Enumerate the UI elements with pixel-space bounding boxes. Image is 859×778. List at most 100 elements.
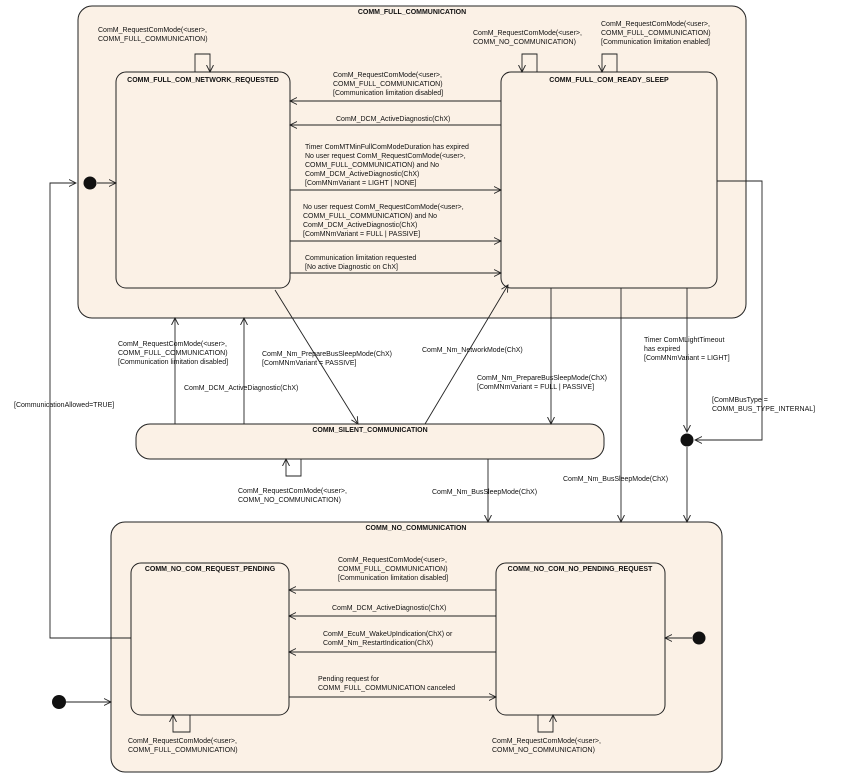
label-sc-to-nr-request: ComM_RequestComMode(<user>, COMM_FULL_CO… [118, 341, 228, 366]
svg-text:[Communication limitation disa: [Communication limitation disabled] [338, 575, 448, 582]
svg-text:ComM_Nm_PrepareBusSleepMode(Ch: ComM_Nm_PrepareBusSleepMode(ChX) [477, 375, 607, 382]
label-rs-to-nr-dcm: ComM_DCM_ActiveDiagnostic(ChX) [336, 116, 450, 123]
svg-text:ComM_DCM_ActiveDiagnostic(ChX): ComM_DCM_ActiveDiagnostic(ChX) [332, 605, 446, 612]
svg-text:COMM_FULL_COMMUNICATION): COMM_FULL_COMMUNICATION) [118, 350, 228, 357]
label-nnp-self: ComM_RequestComMode(<user>, COMM_NO_COMM… [492, 738, 601, 754]
svg-text:COMM_FULL_COMMUNICATION): COMM_FULL_COMMUNICATION) [338, 566, 448, 573]
label-rs-to-nc: ComM_Nm_BusSleepMode(ChX) [563, 476, 668, 483]
label-sc-to-nc: ComM_Nm_BusSleepMode(ChX) [432, 489, 537, 496]
svg-text:COMM_BUS_TYPE_INTERNAL]: COMM_BUS_TYPE_INTERNAL] [712, 406, 815, 413]
edge-rp-self [173, 715, 191, 733]
initial-node-full-communication [83, 176, 97, 190]
state-no-pending-request: COMM_NO_COM_NO_PENDING_REQUEST [495, 562, 666, 716]
svg-text:ComM_Nm_PrepareBusSleepMode(Ch: ComM_Nm_PrepareBusSleepMode(ChX) [262, 351, 392, 358]
svg-text:COMM_FULL_COMMUNICATION): COMM_FULL_COMMUNICATION) [333, 81, 443, 88]
svg-text:ComM_EcuM_WakeUpIndication(ChX: ComM_EcuM_WakeUpIndication(ChX) or [323, 631, 453, 638]
svg-text:No user request ComM_RequestCo: No user request ComM_RequestComMode(<use… [303, 204, 464, 211]
svg-text:COMM_FULL_COMMUNICATION cancel: COMM_FULL_COMMUNICATION canceled [318, 685, 455, 692]
state-silent-communication: COMM_SILENT_COMMUNICATION [135, 423, 605, 460]
svg-text:[Communication limitation disa: [Communication limitation disabled] [118, 359, 228, 366]
svg-text:[Communication limitation enab: [Communication limitation enabled] [601, 39, 710, 46]
label-nr-to-rs-limit: Communication limitation requested [No a… [305, 255, 416, 271]
svg-text:[ComMNmVariant = LIGHT | NONE]: [ComMNmVariant = LIGHT | NONE] [305, 180, 416, 187]
label-nr-self: ComM_RequestComMode(<user>, COMM_FULL_CO… [98, 27, 208, 43]
svg-text:ComM_DCM_ActiveDiagnostic(ChX): ComM_DCM_ActiveDiagnostic(ChX) [305, 171, 419, 178]
svg-text:COMM_NO_COMMUNICATION): COMM_NO_COMMUNICATION) [238, 497, 341, 504]
label-sc-to-nr-dcm: ComM_DCM_ActiveDiagnostic(ChX) [184, 385, 298, 392]
label-rs-to-nr-request: ComM_RequestComMode(<user>, COMM_FULL_CO… [333, 72, 443, 97]
state-full-communication-title: COMM_FULL_COMMUNICATION [358, 9, 466, 16]
label-nr-to-rs-timer: Timer ComMTMinFullComModeDuration has ex… [305, 144, 469, 187]
svg-text:ComM_RequestComMode(<user>,: ComM_RequestComMode(<user>, [473, 30, 582, 37]
label-rs-self-no: ComM_RequestComMode(<user>, COMM_NO_COMM… [473, 30, 582, 46]
state-request-pending-title: COMM_NO_COM_REQUEST_PENDING [145, 566, 276, 573]
label-bus-type: [ComMBusType = COMM_BUS_TYPE_INTERNAL] [712, 397, 815, 413]
label-rs-to-sc: ComM_Nm_PrepareBusSleepMode(ChX) [ComMNm… [477, 375, 607, 391]
svg-text:ComM_RequestComMode(<user>,: ComM_RequestComMode(<user>, [238, 488, 347, 495]
svg-text:Timer ComMTMinFullComModeDurat: Timer ComMTMinFullComModeDuration has ex… [305, 144, 469, 151]
edge-nr-to-sc [274, 289, 358, 424]
svg-text:ComM_DCM_ActiveDiagnostic(ChX): ComM_DCM_ActiveDiagnostic(ChX) [184, 385, 298, 392]
svg-text:COMM_NO_COMMUNICATION): COMM_NO_COMMUNICATION) [492, 747, 595, 754]
svg-text:[ComMNmVariant = LIGHT]: [ComMNmVariant = LIGHT] [644, 355, 730, 362]
svg-text:Timer ComMLightTimeout: Timer ComMLightTimeout [644, 337, 724, 344]
svg-text:ComM_Nm_RestartIndication(ChX): ComM_Nm_RestartIndication(ChX) [323, 640, 433, 647]
svg-text:ComM_Nm_NetworkMode(ChX): ComM_Nm_NetworkMode(ChX) [422, 347, 523, 354]
state-no-communication-title: COMM_NO_COMMUNICATION [366, 525, 467, 532]
svg-text:[Communication limitation disa: [Communication limitation disabled] [333, 90, 443, 97]
svg-text:COMM_FULL_COMMUNICATION) and N: COMM_FULL_COMMUNICATION) and No [303, 213, 437, 220]
svg-text:ComM_RequestComMode(<user>,: ComM_RequestComMode(<user>, [98, 27, 207, 34]
edge-rs-bus-type [695, 180, 763, 440]
svg-text:ComM_RequestComMode(<user>,: ComM_RequestComMode(<user>, [128, 738, 237, 745]
label-nnp-to-rp-wakeup: ComM_EcuM_WakeUpIndication(ChX) or ComM_… [323, 631, 453, 647]
svg-text:[No active Diagnostic on ChX]: [No active Diagnostic on ChX] [305, 264, 398, 271]
label-rp-self: ComM_RequestComMode(<user>, COMM_FULL_CO… [128, 738, 238, 754]
edge-nr-self [194, 53, 210, 72]
label-rs-to-nc-timer: Timer ComMLightTimeout has expired [ComM… [644, 337, 730, 362]
svg-text:[CommunicationAllowed=TRUE]: [CommunicationAllowed=TRUE] [14, 402, 114, 409]
state-ready-sleep-title: COMM_FULL_COM_READY_SLEEP [549, 77, 669, 84]
label-rs-self-full: ComM_RequestComMode(<user>, COMM_FULL_CO… [601, 21, 711, 46]
label-rp-to-nnp: Pending request for COMM_FULL_COMMUNICAT… [318, 676, 455, 692]
state-ready-sleep: COMM_FULL_COM_READY_SLEEP [500, 71, 718, 289]
label-allowed: [CommunicationAllowed=TRUE] [14, 402, 114, 409]
svg-text:ComM_DCM_ActiveDiagnostic(ChX): ComM_DCM_ActiveDiagnostic(ChX) [303, 222, 417, 229]
svg-text:has expired: has expired [644, 346, 680, 353]
initial-node-diagram [52, 695, 66, 709]
label-nnp-to-rp-request: ComM_RequestComMode(<user>, COMM_FULL_CO… [338, 557, 448, 582]
state-request-pending: COMM_NO_COM_REQUEST_PENDING [130, 562, 290, 716]
state-network-requested-title: COMM_FULL_COM_NETWORK_REQUESTED [127, 77, 279, 84]
edge-rs-self-full [602, 53, 618, 72]
junction-node [680, 433, 694, 447]
svg-text:Communication limitation reque: Communication limitation requested [305, 255, 416, 262]
label-sc-self: ComM_RequestComMode(<user>, COMM_NO_COMM… [238, 488, 347, 504]
svg-text:ComM_RequestComMode(<user>,: ComM_RequestComMode(<user>, [338, 557, 447, 564]
svg-text:[ComMBusType =: [ComMBusType = [712, 397, 768, 404]
svg-text:COMM_FULL_COMMUNICATION): COMM_FULL_COMMUNICATION) [98, 36, 208, 43]
label-nr-to-sc: ComM_Nm_PrepareBusSleepMode(ChX) [ComMNm… [262, 351, 392, 367]
label-nr-to-rs-nouser: No user request ComM_RequestComMode(<use… [303, 204, 464, 238]
svg-text:Pending request for: Pending request for [318, 676, 380, 683]
svg-text:COMM_FULL_COMMUNICATION): COMM_FULL_COMMUNICATION) [601, 30, 711, 37]
state-network-requested: COMM_FULL_COM_NETWORK_REQUESTED [115, 71, 291, 289]
label-nnp-to-rp-dcm: ComM_DCM_ActiveDiagnostic(ChX) [332, 605, 446, 612]
svg-text:No user request ComM_RequestCo: No user request ComM_RequestComMode(<use… [305, 153, 466, 160]
state-no-pending-request-title: COMM_NO_COM_NO_PENDING_REQUEST [508, 566, 653, 573]
svg-text:ComM_Nm_BusSleepMode(ChX): ComM_Nm_BusSleepMode(ChX) [432, 489, 537, 496]
svg-text:ComM_RequestComMode(<user>,: ComM_RequestComMode(<user>, [492, 738, 601, 745]
svg-text:COMM_FULL_COMMUNICATION) and N: COMM_FULL_COMMUNICATION) and No [305, 162, 439, 169]
edge-sc-self [286, 459, 302, 477]
svg-text:COMM_FULL_COMMUNICATION): COMM_FULL_COMMUNICATION) [128, 747, 238, 754]
edge-rs-self-no [522, 53, 538, 72]
edge-nnp-self [537, 715, 553, 733]
svg-text:[ComMNmVariant = FULL | PASSIV: [ComMNmVariant = FULL | PASSIVE] [303, 231, 420, 238]
edge-sc-to-rs [424, 285, 508, 425]
initial-node-no-communication [692, 631, 706, 645]
svg-text:ComM_RequestComMode(<user>,: ComM_RequestComMode(<user>, [601, 21, 710, 28]
svg-text:ComM_Nm_BusSleepMode(ChX): ComM_Nm_BusSleepMode(ChX) [563, 476, 668, 483]
svg-text:[ComMNmVariant = PASSIVE]: [ComMNmVariant = PASSIVE] [262, 360, 357, 367]
svg-text:ComM_RequestComMode(<user>,: ComM_RequestComMode(<user>, [118, 341, 227, 348]
label-sc-to-rs: ComM_Nm_NetworkMode(ChX) [422, 347, 523, 354]
